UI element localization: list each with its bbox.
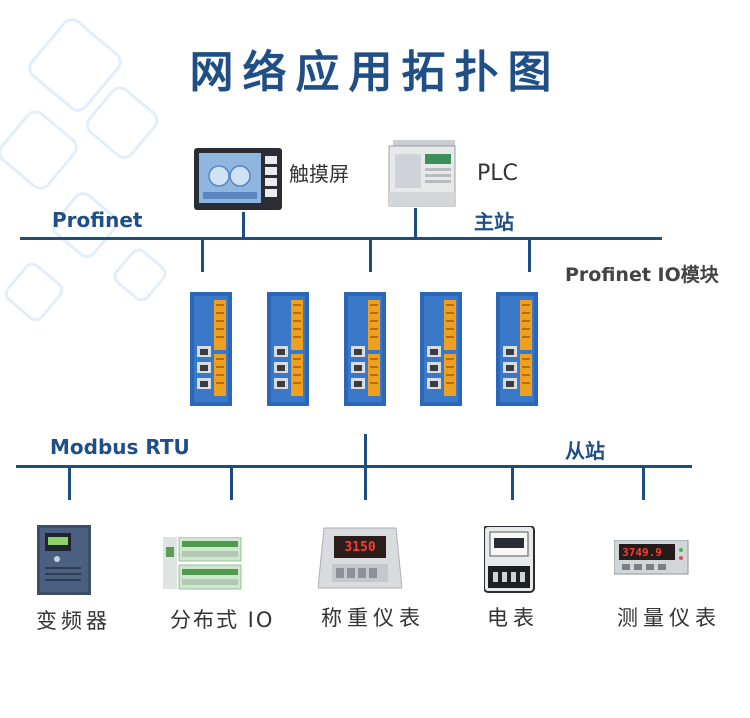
module-connector	[528, 240, 531, 272]
module-connector	[369, 240, 372, 272]
background-decoration	[0, 18, 167, 322]
io-module-3	[344, 292, 386, 406]
hmi-label: 触摸屏	[289, 162, 349, 186]
device-label-weighing-indicator: 称重仪表	[321, 606, 425, 630]
plc-label: PLC	[477, 161, 518, 186]
device-connector	[230, 468, 233, 500]
device-connector	[68, 468, 71, 500]
weighing-display-value: 3150	[344, 540, 375, 554]
weighing-indicator-icon	[318, 527, 402, 589]
measuring-instrument-icon	[614, 540, 689, 575]
io-module-2	[267, 292, 309, 406]
master-station-label: 主站	[474, 210, 514, 234]
io-module-5	[496, 292, 538, 406]
device-label-distributed-io: 分布式 IO	[170, 608, 275, 632]
device-connector	[511, 468, 514, 500]
slave-station-label: 从站	[565, 439, 605, 463]
profinet-bus-label: Profinet	[52, 208, 143, 232]
profinet-bus-line	[20, 237, 662, 240]
device-label-electric-meter: 电表	[487, 606, 539, 630]
profinet-io-module-row	[190, 292, 538, 406]
modbus-bus-line	[16, 465, 692, 468]
plc-icon	[388, 140, 456, 207]
weighing-display: 3150	[344, 540, 375, 554]
modbus-bus-label: Modbus RTU	[50, 435, 190, 459]
measuring-display-value: 3749.9	[622, 546, 662, 558]
electric-meter-icon	[484, 526, 535, 593]
plc-connector	[414, 208, 417, 238]
module-connector	[201, 240, 204, 272]
inverter-icon	[37, 525, 91, 595]
device-label-measuring-instrument: 测量仪表	[617, 606, 721, 630]
hmi-connector	[242, 212, 245, 238]
io-module-label: Profinet IO模块	[565, 264, 719, 286]
io-module-1	[190, 292, 232, 406]
device-label-inverter: 变频器	[36, 609, 111, 633]
device-connector	[642, 468, 645, 500]
hmi-touchscreen-icon	[194, 148, 282, 210]
distributed-io-icon	[163, 537, 242, 590]
io-module-4	[420, 292, 462, 406]
measuring-display: 3749.9	[622, 546, 662, 558]
page-title: 网络应用拓扑图	[189, 47, 561, 98]
